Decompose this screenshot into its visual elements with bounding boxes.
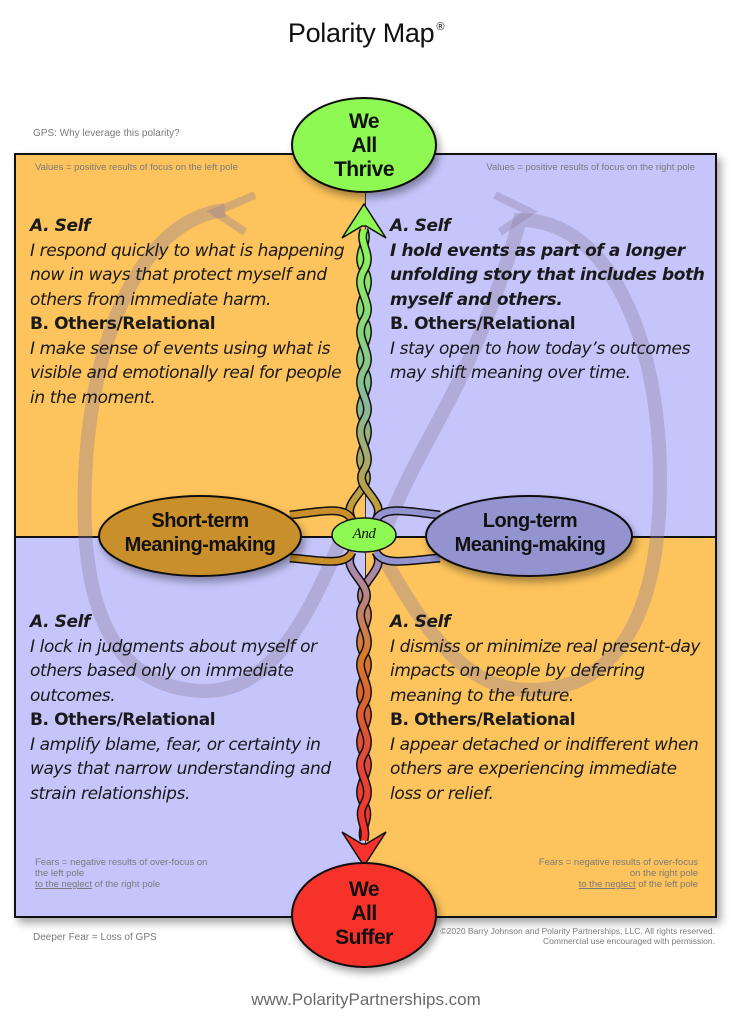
quadrant-lower-right (365, 537, 715, 916)
quadrant-upper-right (365, 155, 715, 537)
self-heading: A. Self (390, 612, 451, 632)
lower-right-content: A. Self I dismiss or minimize real prese… (390, 610, 710, 806)
lower-left-caption-underlined: to the neglect (35, 879, 93, 890)
others-text: I make sense of events using what is vis… (30, 338, 342, 408)
right-pole-line-1: Long-term (482, 510, 578, 532)
others-heading: B. Others/Relational (30, 314, 216, 334)
lower-left-content: A. Self I lock in judgments about myself… (30, 610, 350, 806)
gps-question: GPS: Why leverage this polarity? (33, 128, 180, 139)
others-text: I amplify blame, fear, or certainty in w… (30, 734, 331, 804)
title-text: Polarity Map (287, 18, 435, 48)
left-pole-line-1: Short-term (151, 510, 249, 532)
self-text: I lock in judgments about myself or othe… (30, 636, 317, 706)
upper-right-content: A. Self I hold events as part of a longe… (390, 214, 710, 386)
thrive-word-3: Thrive (333, 158, 395, 181)
right-pole-label: Long-term Meaning-making (430, 509, 630, 557)
copyright-line: ©2020 Barry Johnson and Polarity Partner… (440, 926, 715, 936)
others-text: I appear detached or indifferent when ot… (390, 734, 699, 804)
quadrant-upper-left (16, 155, 365, 537)
others-text: I stay open to how today’s outcomes may … (390, 338, 691, 384)
thrive-word-1: We (348, 110, 380, 133)
others-heading: B. Others/Relational (390, 710, 576, 730)
and-connector-label: And (352, 526, 376, 542)
thrive-label: We All Thrive (304, 110, 424, 182)
page-title: Polarity Map® (0, 18, 732, 49)
self-heading: A. Self (30, 612, 91, 632)
self-text: I dismiss or minimize real present-day i… (390, 636, 701, 706)
upper-left-caption: Values = positive results of focus on th… (35, 162, 238, 173)
deeper-fear-label: Deeper Fear = Loss of GPS (33, 932, 157, 943)
registered-mark: ® (436, 21, 445, 33)
left-pole-line-2: Meaning-making (124, 534, 276, 556)
others-heading: B. Others/Relational (30, 710, 216, 730)
right-pole-line-2: Meaning-making (454, 534, 606, 556)
self-heading: A. Self (30, 216, 91, 236)
suffer-label: We All Suffer (304, 878, 424, 950)
suffer-word-1: We (348, 878, 380, 901)
quadrant-lower-left (16, 537, 365, 916)
self-text: I respond quickly to what is happening n… (30, 240, 345, 310)
lower-left-caption-line: Fears = negative results of over-focus o… (35, 857, 208, 879)
lower-left-caption: Fears = negative results of over-focus o… (35, 857, 215, 890)
suffer-word-3: Suffer (335, 926, 393, 949)
lower-right-caption-line: Fears = negative results of over-focus o… (538, 857, 698, 879)
self-heading: A. Self (390, 216, 451, 236)
others-heading: B. Others/Relational (390, 314, 576, 334)
upper-right-caption: Values = positive results of focus on th… (486, 162, 695, 173)
lower-left-caption-rest: of the right pole (92, 879, 161, 890)
lower-right-caption-rest: of the left pole (635, 879, 698, 890)
upper-left-content: A. Self I respond quickly to what is hap… (30, 214, 350, 410)
copyright-notice: ©2020 Barry Johnson and Polarity Partner… (435, 926, 715, 946)
website-link[interactable]: www.PolarityPartnerships.com (251, 990, 481, 1009)
thrive-word-2: All (351, 134, 377, 157)
left-pole-label: Short-term Meaning-making (100, 509, 300, 557)
self-text: I hold events as part of a longer unfold… (390, 240, 705, 310)
lower-right-caption-underlined: to the neglect (578, 879, 636, 890)
permission-line: Commercial use encouraged with permissio… (543, 936, 715, 946)
suffer-word-2: All (351, 902, 377, 925)
lower-right-caption: Fears = negative results of over-focus o… (530, 857, 698, 890)
